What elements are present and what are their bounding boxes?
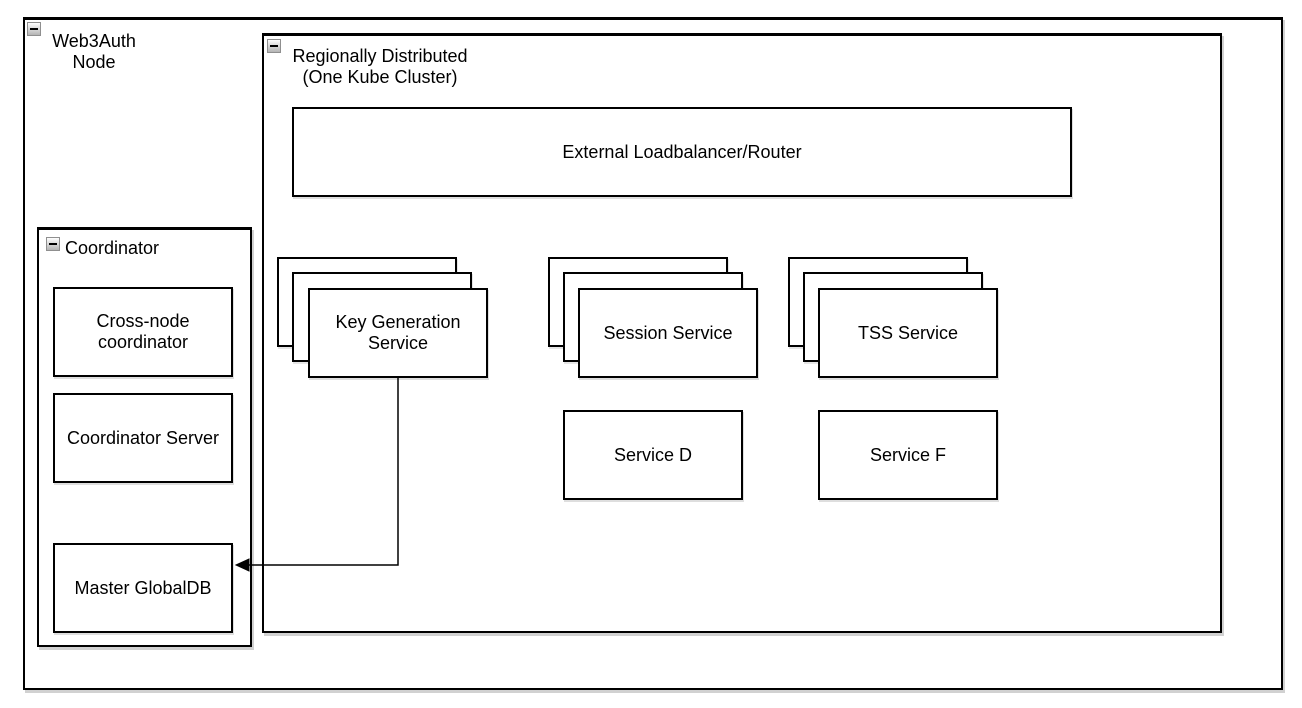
key-generation-service-label-line2: Service bbox=[367, 333, 429, 353]
coordinator-label-text: Coordinator bbox=[65, 238, 160, 258]
regionally-distributed-collapse-icon[interactable] bbox=[267, 39, 281, 53]
external-loadbalancer-label: External Loadbalancer/Router bbox=[562, 141, 802, 162]
coordinator-label: Coordinator bbox=[65, 238, 159, 259]
keygen-to-globaldb-arrow-line[interactable] bbox=[248, 378, 399, 566]
service-d-label: Service D bbox=[613, 444, 693, 465]
key-generation-service-box[interactable]: Key Generation Service bbox=[308, 288, 488, 378]
tss-service-label: TSS Service bbox=[857, 322, 959, 343]
master-globaldb-label: Master GlobalDB bbox=[74, 577, 212, 598]
keygen-to-globaldb-arrowhead-icon bbox=[234, 558, 250, 572]
web3auth-node-label: Web3Auth Node bbox=[39, 31, 149, 73]
cross-node-coordinator-label-line2: coordinator bbox=[97, 332, 189, 352]
key-generation-service-label-line1: Key Generation bbox=[335, 312, 461, 332]
session-service-box[interactable]: Session Service bbox=[578, 288, 758, 378]
regionally-distributed-label-line1: Regionally Distributed bbox=[292, 46, 468, 66]
service-f-box[interactable]: Service F bbox=[818, 410, 998, 500]
web3auth-node-label-line1: Web3Auth bbox=[52, 31, 136, 51]
external-loadbalancer-box[interactable]: External Loadbalancer/Router bbox=[292, 107, 1072, 197]
regionally-distributed-label-line2: (One Kube Cluster) bbox=[302, 67, 458, 87]
web3auth-collapse-icon[interactable] bbox=[27, 22, 41, 36]
master-globaldb-box[interactable]: Master GlobalDB bbox=[53, 543, 233, 633]
service-f-label: Service F bbox=[869, 444, 947, 465]
web3auth-node-label-line2: Node bbox=[72, 52, 116, 72]
tss-service-box[interactable]: TSS Service bbox=[818, 288, 998, 378]
coordinator-server-label: Coordinator Server bbox=[66, 427, 220, 448]
coordinator-collapse-icon[interactable] bbox=[46, 237, 60, 251]
coordinator-server-box[interactable]: Coordinator Server bbox=[53, 393, 233, 483]
cross-node-coordinator-box[interactable]: Cross-node coordinator bbox=[53, 287, 233, 377]
session-service-label: Session Service bbox=[603, 322, 733, 343]
regionally-distributed-label: Regionally Distributed (One Kube Cluster… bbox=[290, 46, 470, 88]
cross-node-coordinator-label-line1: Cross-node bbox=[96, 311, 190, 331]
service-d-box[interactable]: Service D bbox=[563, 410, 743, 500]
